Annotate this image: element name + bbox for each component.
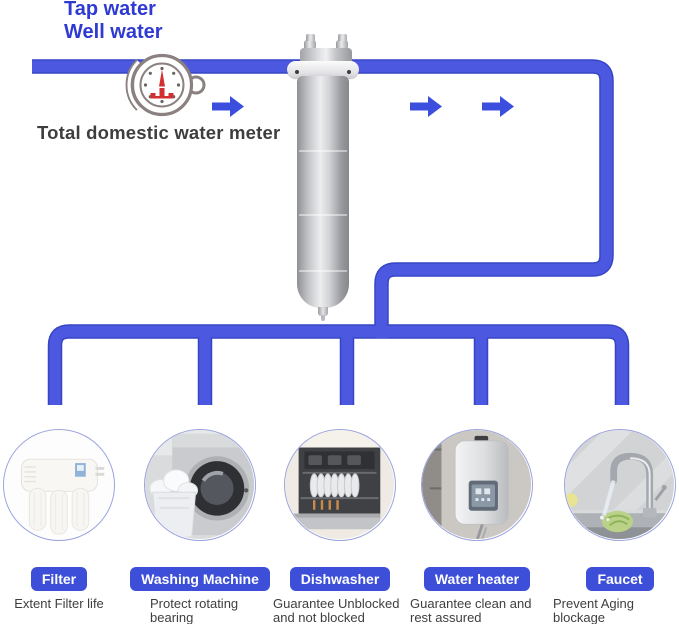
water-source-line-2: Well water	[64, 21, 163, 43]
water-meter-label: Total domestic water meter	[37, 122, 281, 143]
housing-body	[297, 76, 349, 308]
water-heater-image	[422, 430, 531, 539]
washing-machine-description: Protect rotating bearing	[150, 596, 239, 624]
dishwasher-description: Guarantee Unblocked and not blocked	[273, 596, 400, 624]
water-heater-label-button: Water heater	[423, 567, 531, 591]
faucet-label-button: Faucet	[586, 567, 654, 591]
right-arrow-icon	[212, 96, 244, 117]
laundry-basket	[149, 469, 199, 538]
meter-crown-mark	[150, 88, 174, 99]
dishwasher-image	[285, 430, 394, 539]
water-stream	[602, 480, 616, 517]
water-source-line-1: Tap water	[64, 0, 156, 20]
water-heater-description: Guarantee clean and rest assured	[410, 596, 532, 624]
meter-tick-dots	[143, 66, 181, 104]
washing-machine-image	[145, 430, 254, 539]
appliance-item-filter: Filter Extent Filter life	[0, 429, 134, 611]
washing-machine-photo	[144, 429, 256, 541]
dishwasher-label-button: Dishwasher	[289, 567, 391, 591]
meter-needle	[159, 69, 165, 87]
dishwasher-photo	[284, 429, 396, 541]
appliance-item-water-heater: Water heater Guarantee clean and rest as…	[402, 429, 552, 624]
appliance-item-dishwasher: Dishwasher Guarantee Unblocked and not b…	[265, 429, 415, 624]
faucet-description: Prevent Aging blockage	[553, 596, 634, 624]
faucet-image	[565, 430, 674, 539]
water-source-title: Tap water Well water	[64, 0, 163, 44]
ro-filter-image	[4, 430, 113, 539]
filter-photo	[3, 429, 115, 541]
housing-drain-plug	[318, 307, 328, 321]
washing-machine-label-button: Washing Machine	[130, 567, 270, 591]
filter-label-button: Filter	[30, 567, 88, 591]
right-arrow-icon	[410, 96, 442, 117]
appliance-item-faucet: Faucet Prevent Aging blockage	[545, 429, 679, 624]
housing-flange	[287, 61, 359, 78]
water-heater-photo	[421, 429, 533, 541]
water-meter-icon	[125, 53, 206, 117]
pipe-fill-layer	[32, 60, 628, 405]
appliance-item-washing-machine: Washing Machine Protect rotating bearing	[125, 429, 275, 624]
filter-description: Extent Filter life	[14, 596, 104, 611]
plate-rack	[302, 471, 377, 498]
right-arrow-icon	[482, 96, 514, 117]
faucet-photo	[564, 429, 676, 541]
